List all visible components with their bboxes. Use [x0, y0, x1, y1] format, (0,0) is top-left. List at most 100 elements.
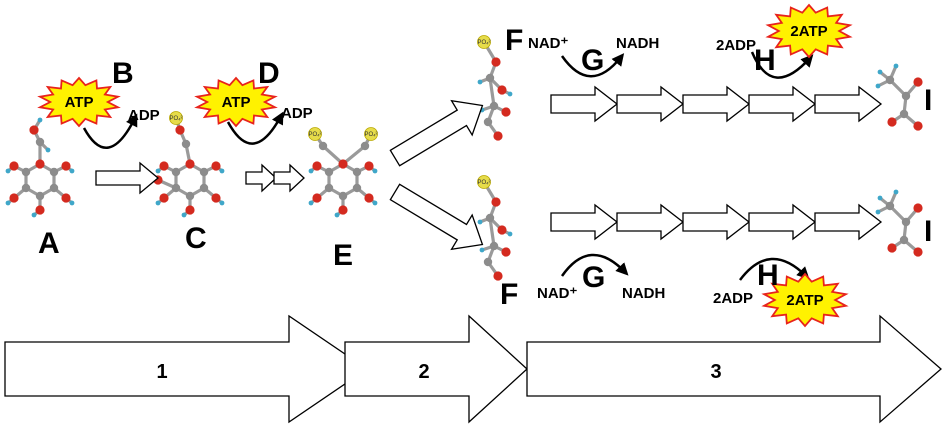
nad-label-bottom: NAD⁺	[537, 285, 577, 302]
chain-arrow	[616, 85, 685, 123]
oxygen-atom	[364, 193, 374, 203]
label-b: B	[112, 57, 134, 90]
carbon-atom	[360, 141, 370, 151]
oxygen-atom	[175, 125, 185, 135]
atp-burst-h-top: 2ATP	[765, 3, 853, 59]
hydrogen-atom	[181, 212, 187, 218]
carbon-atom	[171, 183, 181, 193]
phosphate-group	[364, 127, 378, 141]
bond	[488, 217, 496, 247]
oxygen-atom	[61, 193, 71, 203]
carbon-atom	[338, 191, 348, 201]
label-e: E	[333, 239, 353, 272]
carbon-atom	[324, 183, 334, 193]
oxygen-atom	[211, 161, 221, 171]
hydrogen-atom	[308, 200, 314, 206]
label-d: D	[258, 57, 280, 90]
carbon-atom	[181, 139, 191, 149]
stage-label-2: 2	[418, 361, 429, 383]
oxygen-atom	[159, 193, 169, 203]
label-g-top: G	[581, 44, 604, 77]
hydrogen-atom	[69, 200, 75, 206]
nadh-label-top: NADH	[616, 35, 659, 52]
hydrogen-atom	[507, 91, 513, 97]
phosphate-group	[477, 35, 491, 49]
atp-burst-d: ATP	[194, 76, 278, 128]
hydrogen-atom	[37, 117, 43, 123]
oxygen-atom	[312, 193, 322, 203]
stage-arrow-1	[4, 314, 369, 424]
carbon-atom	[885, 75, 895, 85]
molecule-c-glucose-6-phosphate: PO₄²	[153, 111, 225, 218]
arrow-c-to-e-1	[245, 163, 277, 193]
molecule-f-top: PO₄²	[477, 35, 513, 141]
carbon-atom	[352, 183, 362, 193]
oxygen-atom	[913, 77, 923, 87]
carbon-atom	[49, 167, 59, 177]
arrow-c-to-e-2	[273, 163, 305, 193]
oxygen-atom	[913, 121, 923, 131]
carbon-atom	[21, 183, 31, 193]
arrow-chain-top	[550, 85, 883, 123]
carbon-atom	[318, 141, 328, 151]
adp-label-b: ADP	[128, 107, 160, 124]
chain-arrow	[814, 85, 883, 123]
oxygen-atom	[35, 159, 45, 169]
carbon-atom	[185, 191, 195, 201]
hydrogen-atom	[69, 168, 75, 174]
curve-arrow-h-bottom	[739, 257, 810, 281]
label-h-top: H	[754, 44, 776, 77]
hydrogen-atom	[875, 209, 881, 215]
atp-label-d: ATP	[222, 94, 251, 111]
hydrogen-atom	[477, 79, 483, 85]
oxygen-atom	[491, 197, 501, 207]
atp-label-b: ATP	[65, 94, 94, 111]
hydrogen-atom	[219, 200, 225, 206]
oxygen-atom	[159, 161, 169, 171]
carbon-atom	[483, 117, 493, 127]
molecule-a-glucose	[5, 117, 75, 218]
chain-arrow	[748, 203, 817, 241]
molecule-i-top-pyruvate	[875, 63, 923, 131]
chain-arrow	[550, 203, 619, 241]
phosphate-group	[308, 127, 322, 141]
oxygen-atom	[9, 161, 19, 171]
oxygen-atom	[185, 159, 195, 169]
carbon-atom	[49, 183, 59, 193]
hydrogen-atom	[334, 212, 340, 218]
nadh-label-bottom: NADH	[622, 285, 665, 302]
carbon-atom	[21, 167, 31, 177]
label-f-top: F	[505, 24, 523, 57]
arrow-chain-bottom	[550, 203, 883, 241]
label-c: C	[185, 222, 207, 255]
carbon-atom	[899, 109, 909, 119]
hydrogen-atom	[219, 168, 225, 174]
oxygen-atom	[501, 107, 511, 117]
phosphate-label: PO₄²	[477, 40, 490, 46]
arrow-a-to-c	[95, 161, 160, 195]
oxygen-atom	[185, 205, 195, 215]
hydrogen-atom	[31, 212, 37, 218]
chain-arrow	[814, 203, 883, 241]
stage-label-1: 1	[156, 361, 167, 383]
chain-arrow	[682, 203, 751, 241]
curve-arrow-h-top	[750, 51, 814, 79]
label-a: A	[38, 227, 60, 260]
bond	[341, 144, 367, 166]
carbon-atom	[489, 101, 499, 111]
oxygen-atom	[497, 85, 507, 95]
oxygen-atom	[29, 125, 39, 135]
hydrogen-atom	[5, 200, 11, 206]
chain-arrow	[748, 85, 817, 123]
label-i-top: I	[924, 84, 932, 117]
hydrogen-atom	[893, 189, 899, 195]
carbon-atom	[199, 167, 209, 177]
carbon-atom	[885, 201, 895, 211]
carbon-atom	[899, 235, 909, 245]
oxygen-atom	[501, 247, 511, 257]
phosphate-label: PO₄²	[308, 132, 321, 138]
atp2-label-top: 2ATP	[790, 23, 827, 40]
hydrogen-atom	[155, 168, 161, 174]
hydrogen-atom	[45, 147, 51, 153]
